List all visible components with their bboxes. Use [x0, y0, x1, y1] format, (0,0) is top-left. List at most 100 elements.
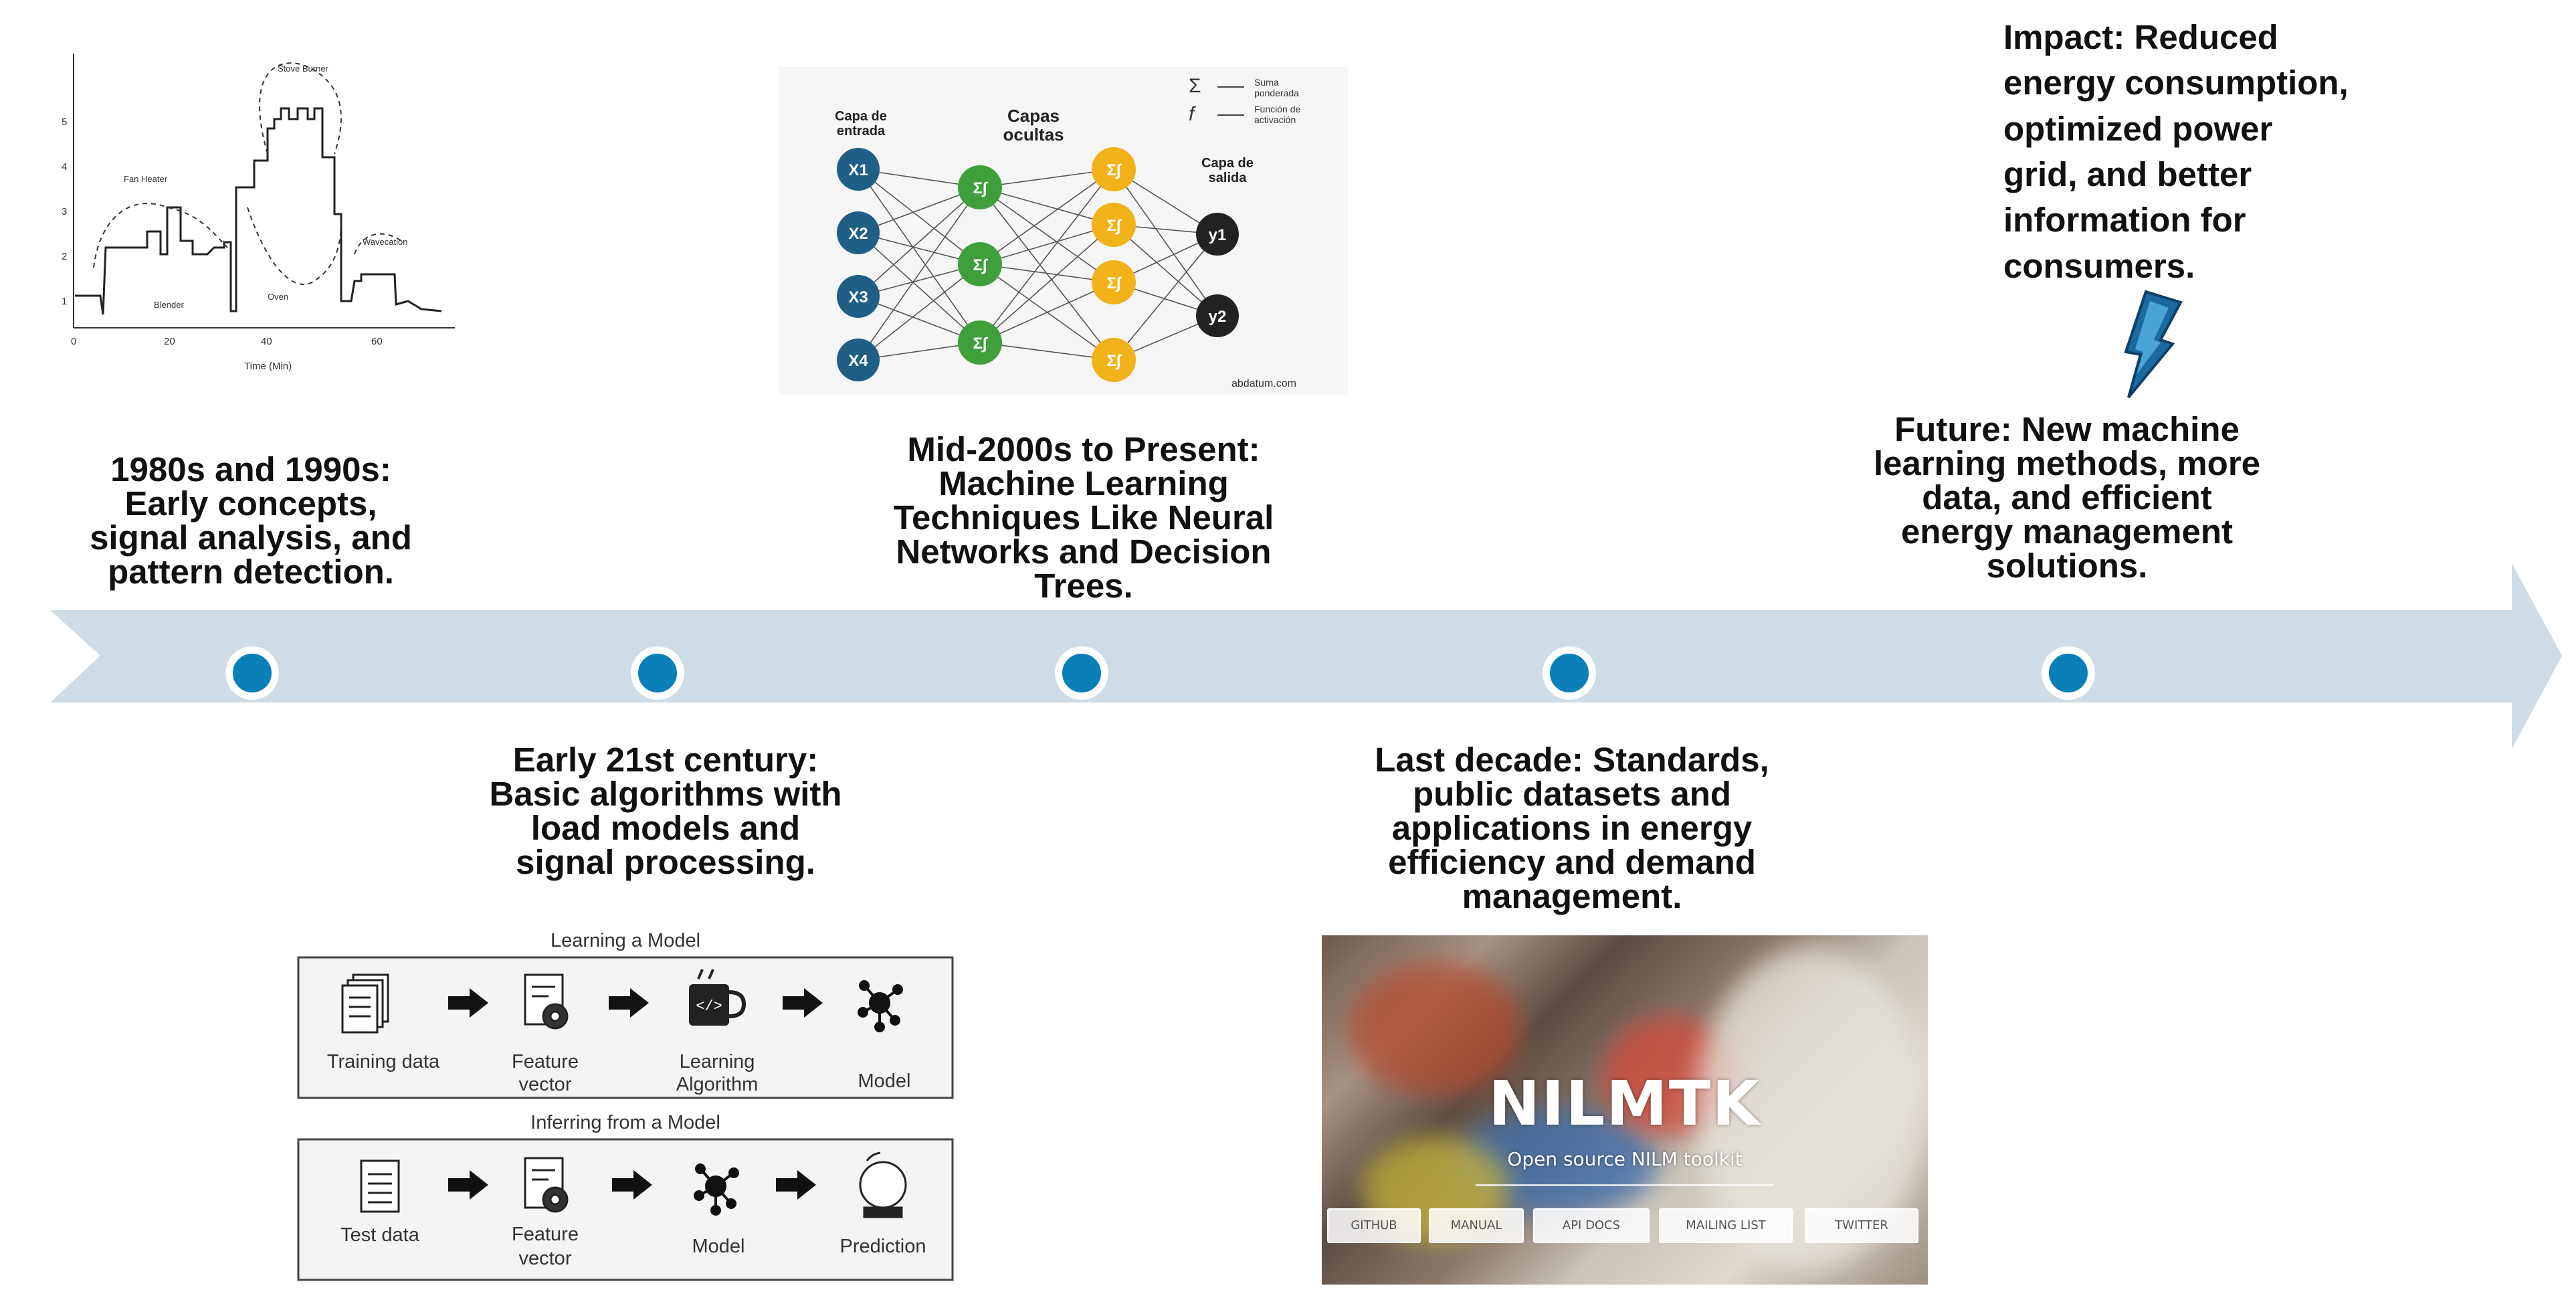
step-prediction: Prediction — [840, 1236, 926, 1257]
learning-algorithm-icon: </> — [689, 969, 747, 1026]
arrow-icon — [783, 988, 823, 1018]
svg-text:Σ∫: Σ∫ — [1107, 274, 1122, 292]
x-tick: 20 — [164, 336, 175, 347]
step-test-data: Test data — [340, 1224, 420, 1246]
nilmtk-title: NILMTK — [1488, 1068, 1761, 1139]
nn-output-node — [1196, 213, 1239, 256]
timeline-dot-early-21st — [631, 646, 684, 700]
crystal-ball-icon — [859, 1151, 907, 1218]
training-data-icon — [341, 973, 389, 1034]
x-tick: 60 — [371, 336, 383, 347]
annotation-fan-heater: Fan Heater — [124, 174, 168, 184]
step-model: Model — [858, 1070, 911, 1092]
caption-1980s: 1980s and 1990s:Early concepts, signal a… — [90, 450, 412, 591]
nn-input-node — [837, 339, 880, 381]
timeline-dot-future — [2042, 646, 2095, 700]
nn-input-node — [837, 148, 880, 191]
infer-title: Inferring from a Model — [530, 1112, 720, 1133]
nilmtk-divider — [1476, 1184, 1774, 1186]
nn-output-node — [1196, 294, 1239, 337]
nn-hidden1-node — [958, 242, 1002, 286]
nn-input-node — [837, 275, 880, 318]
step-model: Model — [692, 1236, 745, 1257]
timeline-arrow-shape — [50, 563, 2562, 749]
nn-hidden1-node — [958, 320, 1002, 365]
ml-workflow-figure: Learning a Model Inferring from a Model … — [297, 930, 954, 1281]
nn-legend-f: f — [1189, 103, 1196, 125]
x-axis-label: Time (Min) — [244, 361, 292, 372]
model-icon — [694, 1163, 739, 1216]
svg-text:X3: X3 — [848, 288, 868, 306]
svg-text:</>: </> — [696, 998, 722, 1015]
svg-text:salida: salida — [1209, 171, 1248, 185]
nn-output-label: Capa de — [1201, 156, 1254, 171]
learning-title: Learning a Model — [551, 930, 700, 951]
arrow-icon — [612, 1170, 652, 1200]
nn-hidden1-node — [958, 165, 1002, 209]
api-docs-button[interactable]: API DOCS — [1533, 1208, 1650, 1243]
svg-text:Función de: Función de — [1254, 104, 1300, 114]
feature-vector-icon — [524, 1157, 569, 1213]
caption-early-21st: Early 21st century:Basic algorithms with… — [489, 741, 842, 881]
mailing-list-button[interactable]: MAILING LIST — [1659, 1208, 1793, 1243]
svg-text:X4: X4 — [848, 352, 868, 370]
svg-text:Σ∫: Σ∫ — [1107, 217, 1122, 235]
svg-text:Σ∫: Σ∫ — [1107, 352, 1122, 370]
nn-hidden2-node — [1092, 338, 1136, 382]
step-learning-algorithm: Learning — [680, 1051, 755, 1072]
x-tick: 40 — [261, 336, 272, 347]
manual-button[interactable]: MANUAL — [1429, 1208, 1524, 1243]
annotation-blender: Blender — [154, 300, 184, 310]
github-button[interactable]: GITHUB — [1327, 1208, 1421, 1243]
nn-hidden2-node — [1092, 260, 1136, 304]
infer-panel — [297, 1138, 954, 1281]
timeline-dot-1980s — [225, 646, 279, 700]
y-tick: 2 — [62, 251, 67, 262]
nn-input-label: Capa de — [835, 109, 887, 124]
svg-text:ponderada: ponderada — [1254, 88, 1299, 98]
feature-vector-icon — [524, 973, 569, 1030]
nn-legend-sigma: Σ — [1189, 75, 1201, 97]
timeline-dot-last-decade — [1543, 646, 1596, 700]
svg-text:Algorithm: Algorithm — [676, 1074, 759, 1095]
svg-text:vector: vector — [519, 1248, 572, 1269]
nilmtk-subtitle: Open source NILM toolkit — [1507, 1148, 1743, 1170]
step-training-data: Training data — [327, 1051, 440, 1072]
annotation-oven: Oven — [268, 292, 288, 302]
nn-hidden2-node — [1092, 203, 1136, 247]
lightning-bolt-icon — [2124, 290, 2183, 399]
nilmtk-banner: NILMTK Open source NILM toolkit GITHUB M… — [1322, 935, 1928, 1285]
nn-input-node — [837, 211, 880, 254]
arrow-icon — [776, 1170, 816, 1200]
neural-network-figure: Capa de entrada Capas ocultas Capa de sa… — [779, 67, 1348, 395]
dashed-region-wavecation — [354, 233, 402, 255]
svg-text:Suma: Suma — [1254, 77, 1279, 88]
svg-text:y1: y1 — [1209, 226, 1227, 244]
svg-text:X1: X1 — [848, 161, 868, 179]
model-icon — [858, 980, 903, 1032]
learning-panel — [297, 956, 954, 1099]
load-signal-line — [75, 107, 442, 315]
svg-text:Σ∫: Σ∫ — [973, 179, 989, 197]
svg-text:vector: vector — [519, 1074, 572, 1095]
arrow-icon — [609, 988, 649, 1018]
dashed-region-fan — [93, 203, 228, 268]
y-tick: 3 — [62, 206, 67, 217]
nn-watermark: abdatum.com — [1231, 378, 1296, 389]
load-signature-plot: 1 2 3 4 5 0 20 40 60 Time (Min) Stove Bu… — [62, 54, 455, 372]
twitter-button[interactable]: TWITTER — [1805, 1208, 1918, 1243]
annotation-stove-burner: Stove Burner — [278, 64, 329, 74]
annotation-wavecation: Wavecation — [363, 237, 407, 247]
step-feature-vector: Feature — [512, 1051, 579, 1072]
caption-last-decade: Last decade: Standards,public datasets a… — [1375, 741, 1769, 915]
svg-text:ocultas: ocultas — [1003, 124, 1064, 145]
svg-text:Σ∫: Σ∫ — [1107, 161, 1122, 179]
arrow-icon — [448, 988, 488, 1018]
arrow-icon — [448, 1170, 488, 1200]
svg-text:Σ∫: Σ∫ — [973, 256, 989, 274]
step-feature-vector: Feature — [512, 1224, 579, 1245]
y-tick: 5 — [62, 116, 67, 128]
